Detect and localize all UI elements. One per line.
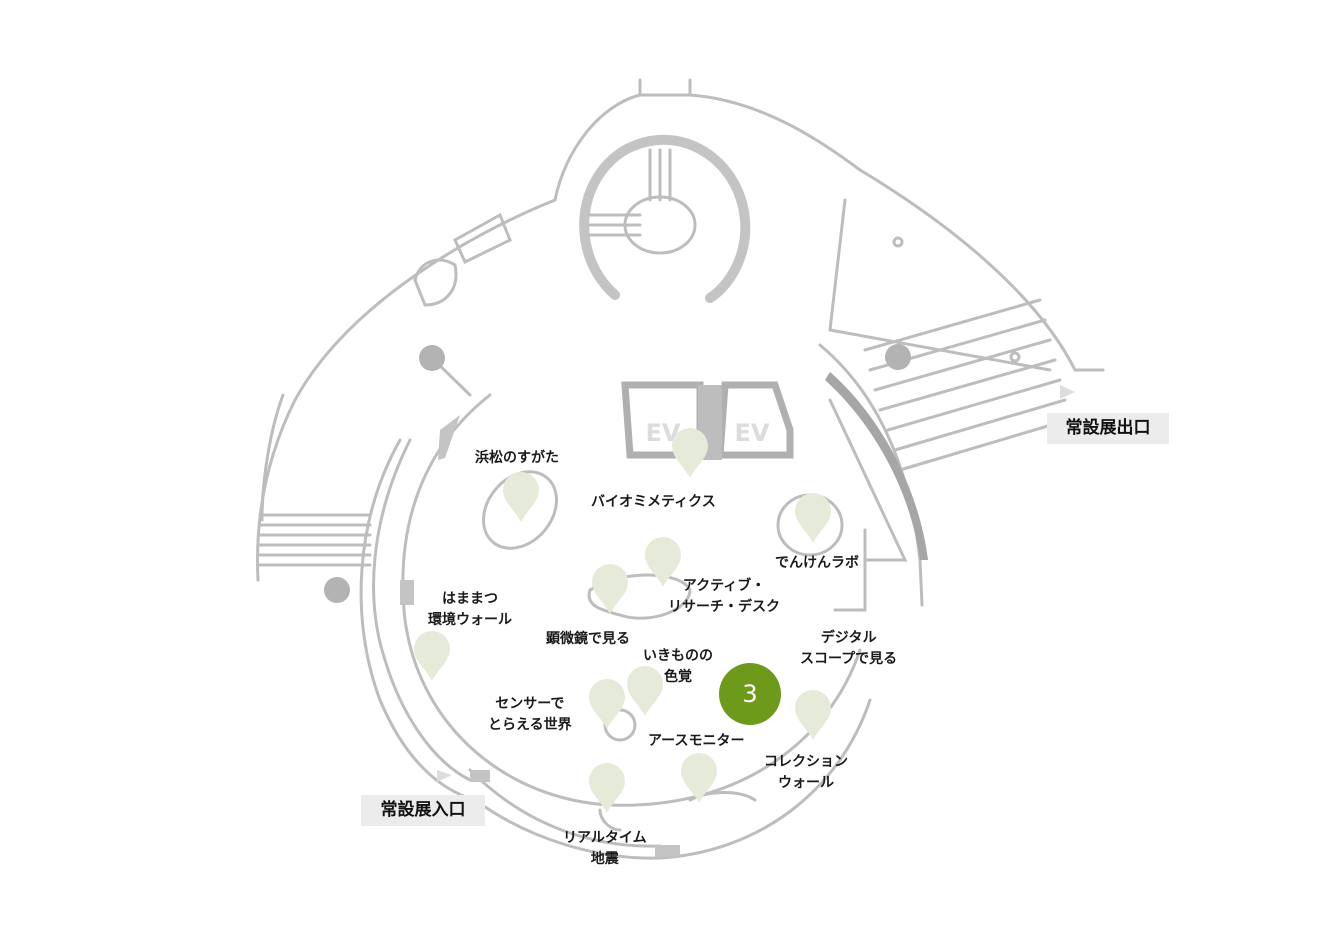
exhibit-pins xyxy=(414,428,831,813)
location-pin-icon[interactable] xyxy=(589,763,625,813)
exhibit-label-earth-monitor[interactable]: アースモニター xyxy=(648,733,745,749)
elevator-label: EV xyxy=(735,419,770,447)
location-pin-icon[interactable] xyxy=(627,666,663,716)
location-pin-icon[interactable] xyxy=(414,631,450,681)
exhibit-label-denken-lab[interactable]: でんけんラボ xyxy=(775,555,859,571)
location-pin-icon[interactable] xyxy=(592,564,628,614)
entrance-label: 常設展入口 xyxy=(361,795,485,826)
exit-label: 常設展出口 xyxy=(1047,413,1169,444)
pillar xyxy=(324,577,350,603)
floor-number-badge: 3 xyxy=(719,663,781,725)
solid-walls xyxy=(400,372,928,857)
pillar xyxy=(885,344,911,370)
location-pin-icon[interactable] xyxy=(681,753,717,803)
exhibit-label-microscope[interactable]: 顕微鏡で見る xyxy=(546,631,630,647)
location-pin-icon[interactable] xyxy=(503,472,539,522)
exhibit-label-biomimetics[interactable]: バイオミメティクス xyxy=(591,494,716,510)
exhibit-label-active-research-desk[interactable]: アクティブ・リサーチ・デスク xyxy=(668,578,780,615)
location-pin-icon[interactable] xyxy=(589,679,625,729)
exhibit-label-hamamatsu-env-wall[interactable]: はままつ環境ウォール xyxy=(428,591,512,628)
location-pin-icon[interactable] xyxy=(645,537,681,587)
exhibit-label-digital-scope[interactable]: デジタルスコープで見る xyxy=(800,630,898,667)
exhibit-label-sensor-world[interactable]: センサーでとらえる世界 xyxy=(488,696,572,733)
pillar xyxy=(419,345,445,371)
walls xyxy=(256,78,1105,860)
entrance-arrow-icon xyxy=(437,770,452,782)
location-pin-icon[interactable] xyxy=(795,690,831,740)
exhibit-label-collection-wall[interactable]: コレクションウォール xyxy=(764,754,848,791)
exhibit-label-realtime-quake[interactable]: リアルタイム地震 xyxy=(563,830,647,867)
location-pin-icon[interactable] xyxy=(795,493,831,543)
exhibit-label-creature-color[interactable]: いきものの色覚 xyxy=(643,648,713,685)
exit-arrow-icon xyxy=(1060,385,1075,399)
location-pin-icon[interactable] xyxy=(672,428,708,478)
exhibit-label-hamamatsu-sugata[interactable]: 浜松のすがた xyxy=(475,450,559,466)
